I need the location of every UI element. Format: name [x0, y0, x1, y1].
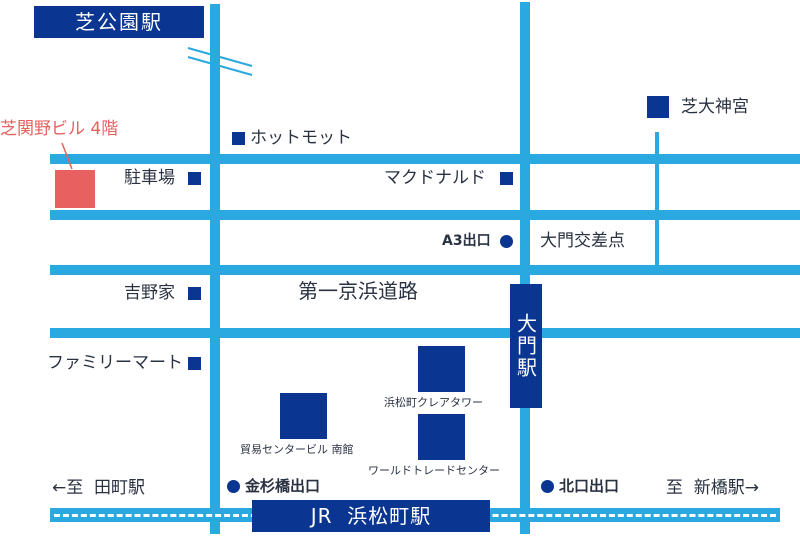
road-vertical-center: [520, 2, 530, 534]
target-leader-line: [61, 142, 73, 170]
shiba-daijingu-label: 芝大神宮: [681, 97, 749, 117]
hottomotto-marker: [232, 132, 245, 145]
station-hamamatsucho: JR 浜松町駅: [252, 500, 490, 532]
hottomotto-label: ホットモット: [250, 128, 352, 148]
yoshinoya-label: 吉野家: [124, 283, 175, 303]
daimon-crossing-label: 大門交差点: [540, 231, 625, 251]
shiba-daijingu-marker: [647, 96, 669, 118]
road-horizontal-4: [50, 328, 800, 338]
yoshinoya-marker: [188, 287, 201, 300]
to-tamachi-label: ←至 田町駅: [52, 478, 146, 498]
world-trade-center-label: ワールドトレードセンター: [368, 464, 500, 477]
boeki-center-south-building: [280, 393, 327, 439]
hamamatsucho-clear-tower-building: [418, 346, 465, 392]
familymart-marker: [188, 357, 201, 370]
station-shiba-koen: 芝公園駅: [34, 6, 204, 38]
target-building-marker: [55, 170, 95, 208]
parking-marker: [188, 172, 201, 185]
hamamatsucho-clear-tower-label: 浜松町クレアタワー: [384, 396, 483, 409]
mcdonalds-marker: [500, 172, 513, 185]
station-shiba-koen-label: 芝公園駅: [75, 10, 163, 34]
north-exit-label: 北口出口: [559, 477, 620, 495]
a3-exit-label: A3出口: [442, 233, 491, 249]
road-horizontal-2: [50, 210, 800, 220]
kanasugibashi-exit-marker: [227, 480, 240, 493]
parking-label: 駐車場: [124, 168, 175, 188]
road-horizontal-3: [50, 265, 800, 275]
station-daimon: 大門駅: [510, 284, 542, 408]
road-vertical-left: [210, 4, 220, 534]
road-crossing-marks: [187, 47, 253, 76]
boeki-center-south-label: 貿易センタービル 南館: [240, 443, 354, 456]
station-daimon-label: 大門駅: [513, 313, 538, 379]
mcdonalds-label: マクドナルド: [384, 168, 486, 188]
dai-ichi-keihin-road-label: 第一京浜道路: [298, 279, 418, 303]
familymart-label: ファミリーマート: [47, 353, 183, 373]
road-vertical-right-short: [655, 132, 659, 268]
target-building-label: 芝関野ビル 4階: [0, 119, 119, 139]
north-exit-marker: [541, 480, 554, 493]
station-hamamatsucho-label: JR 浜松町駅: [310, 504, 432, 528]
kanasugibashi-exit-label: 金杉橋出口: [245, 477, 321, 495]
a3-exit-marker: [500, 235, 513, 248]
world-trade-center-building: [418, 414, 465, 460]
to-shimbashi-label: 至 新橋駅→: [666, 478, 760, 498]
road-horizontal-1: [50, 154, 800, 164]
